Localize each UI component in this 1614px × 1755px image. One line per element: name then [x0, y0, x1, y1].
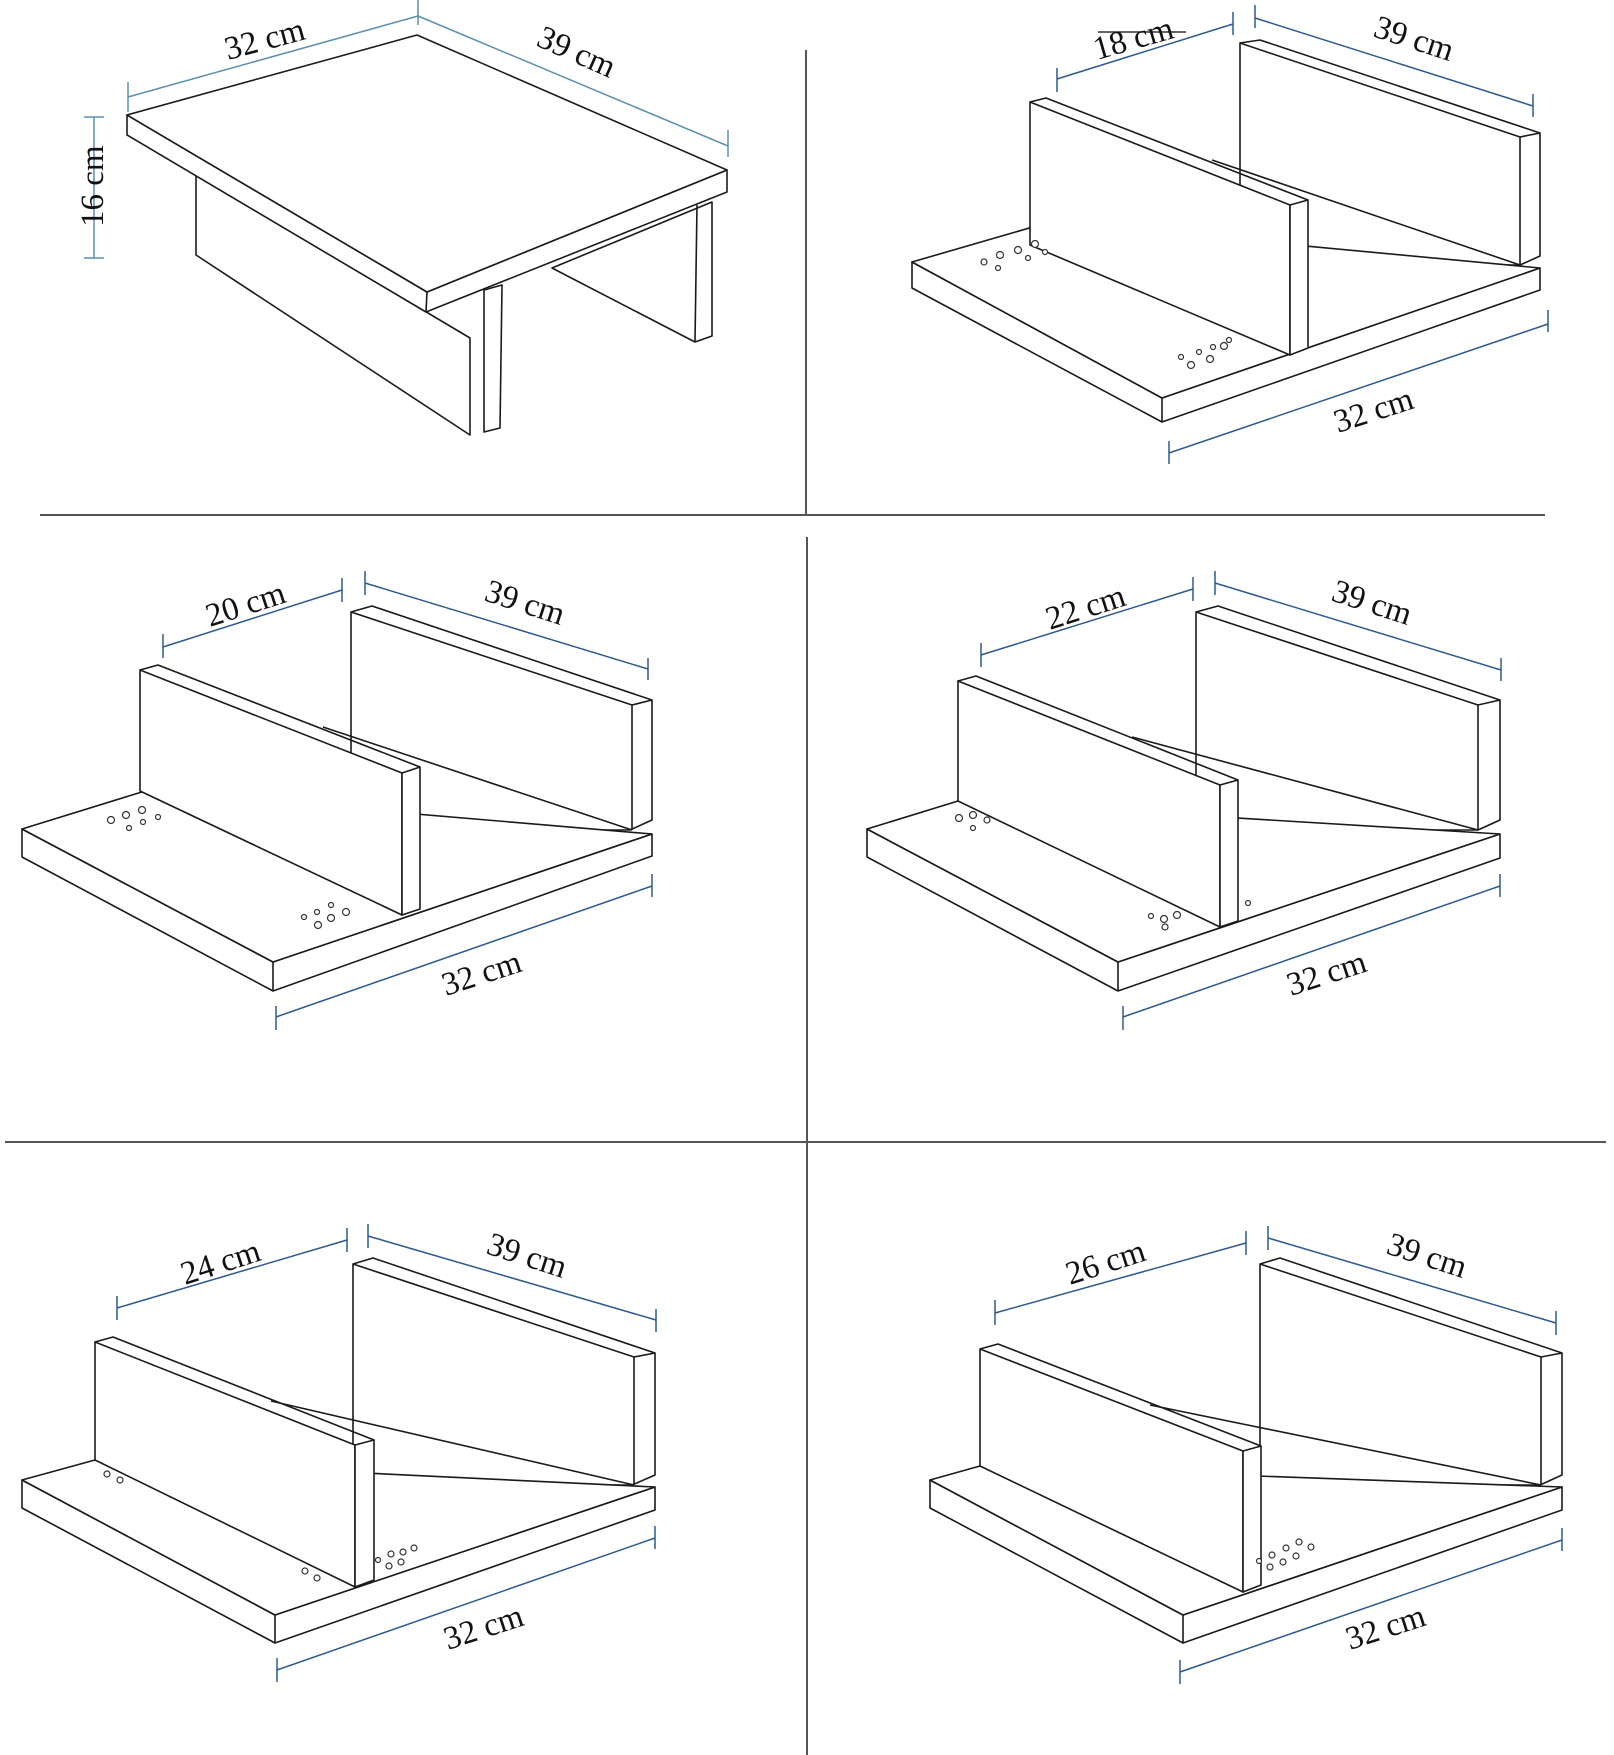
panel-config-20: 20 cm 39 cm 32 cm: [21, 571, 653, 1030]
back-panel: [1259, 1257, 1563, 1486]
leg-front: [483, 284, 503, 433]
label-depth: 39 cm: [1328, 573, 1417, 633]
dimension-gap: 24 cm: [116, 1228, 348, 1320]
label-gap: 24 cm: [176, 1233, 265, 1293]
label-depth: 39 cm: [1370, 9, 1459, 69]
dimension-gap: 26 cm: [994, 1231, 1247, 1325]
label-gap: 22 cm: [1041, 578, 1130, 638]
dimension-gap: 22 cm: [980, 577, 1194, 667]
back-panel: [1195, 605, 1501, 831]
panel-dividers: [5, 50, 1606, 1755]
panel-assembled: 32 cm 39 cm 16 cm: [75, 0, 729, 436]
dowel-holes: [103, 1470, 418, 1582]
label-width: 32 cm: [1282, 944, 1371, 1004]
panel-config-18: 18 cm 39 cm 32 cm: [911, 5, 1549, 464]
dowel-holes: [1255, 1538, 1315, 1571]
label-depth: 39 cm: [483, 1226, 572, 1286]
leg-right: [551, 201, 713, 343]
dimension-gap: 18 cm: [1056, 11, 1234, 92]
panel-config-26: 26 cm 39 cm 32 cm: [929, 1226, 1563, 1684]
label-gap: 26 cm: [1061, 1233, 1150, 1293]
label-depth: 39 cm: [481, 573, 570, 633]
back-panel: [352, 1257, 656, 1486]
label-width: 32 cm: [439, 1598, 528, 1658]
label-height: 16 cm: [75, 145, 111, 227]
tabletop: [126, 34, 728, 293]
dowel-holes: [954, 810, 1252, 931]
label-gap: 20 cm: [201, 575, 290, 635]
dimension-height: 16 cm: [75, 116, 111, 259]
label-depth: 39 cm: [1383, 1226, 1472, 1286]
label-width: 32 cm: [437, 944, 526, 1004]
label-depth: 39 cm: [532, 19, 621, 85]
label-width: 32 cm: [1329, 381, 1418, 441]
dowel-holes: [106, 805, 351, 930]
label-width: 32 cm: [1341, 1598, 1430, 1658]
dimension-gap: 20 cm: [162, 575, 343, 658]
panel-config-22: 22 cm 39 cm 32 cm: [866, 571, 1502, 1030]
dowel-holes: [980, 239, 1233, 370]
panel-config-24: 24 cm 39 cm 32 cm: [21, 1224, 657, 1682]
label-gap: 18 cm: [1089, 11, 1178, 68]
